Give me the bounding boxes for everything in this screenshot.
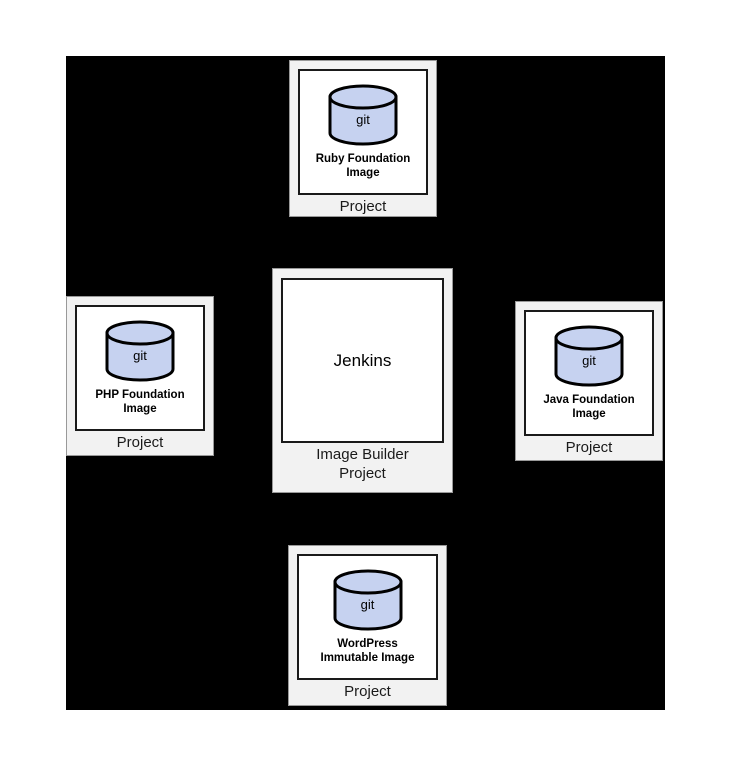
node-box-php[interactable]: git PHP Foundation Image [75, 305, 205, 431]
project-card-java[interactable]: git Java Foundation Image Project [515, 301, 663, 461]
node-label-java: Java Foundation Image [543, 394, 635, 420]
card-caption-wordpress: Project [344, 683, 391, 700]
cylinder-label-php: git [133, 348, 147, 363]
project-card-wordpress[interactable]: git WordPress Immutable Image Project [288, 545, 447, 706]
node-box-jenkins[interactable]: Jenkins [281, 278, 444, 443]
cylinder-label-java: git [582, 353, 596, 368]
node-label-php: PHP Foundation Image [95, 389, 185, 415]
project-card-ruby[interactable]: git Ruby Foundation Image Project [289, 60, 437, 217]
node-box-java[interactable]: git Java Foundation Image [524, 310, 654, 436]
database-cylinder-icon: git [326, 84, 400, 146]
node-label-wordpress: WordPress Immutable Image [320, 638, 415, 664]
node-box-ruby[interactable]: git Ruby Foundation Image [298, 69, 428, 195]
database-cylinder-icon: git [552, 325, 626, 387]
node-box-wordpress[interactable]: git WordPress Immutable Image [297, 554, 438, 680]
card-caption-php: Project [116, 434, 164, 451]
project-card-php[interactable]: git PHP Foundation Image Project [66, 296, 214, 456]
card-caption-java: Project [565, 439, 613, 456]
database-cylinder-icon: git [331, 569, 405, 631]
cylinder-label-wordpress: git [360, 597, 375, 612]
project-card-jenkins[interactable]: Jenkins Image Builder Project [272, 268, 453, 493]
card-caption-jenkins: Image Builder Project [316, 446, 409, 482]
node-label-ruby: Ruby Foundation Image [315, 153, 411, 179]
cylinder-label-ruby: git [356, 112, 370, 127]
database-cylinder-icon: git [103, 320, 177, 382]
card-caption-ruby: Project [339, 198, 387, 215]
node-label-jenkins: Jenkins [333, 350, 392, 370]
